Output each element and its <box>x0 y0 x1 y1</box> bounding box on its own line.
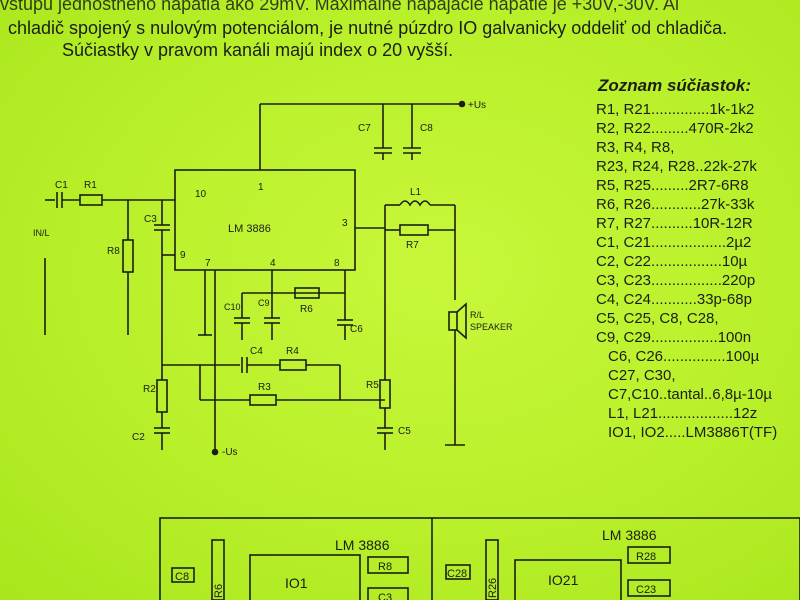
label-r5: R5 <box>366 380 379 391</box>
pcb-label-io1: IO1 <box>285 575 308 591</box>
parts-row: R7, R27..........10R-12R <box>596 215 753 232</box>
parts-list-title: Zoznam súčiastok: <box>598 76 752 95</box>
header-line-1: vstupu jednostného napätia ako 29mV. Max… <box>0 0 679 14</box>
pcb-label-r6: R6 <box>213 584 225 598</box>
ic-pin-10: 10 <box>195 189 207 200</box>
parts-row: R6, R26............27k-33k <box>596 196 755 213</box>
pcb-label-c28: C28 <box>447 568 467 580</box>
label-r4: R4 <box>286 346 299 357</box>
ic-pin-3: 3 <box>342 218 348 229</box>
label-r3: R3 <box>258 382 271 393</box>
parts-row: R2, R22.........470R-2k2 <box>596 120 754 137</box>
label-speaker-channel: R/L <box>470 310 484 320</box>
pcb-right-ic-label: LM 3886 <box>602 527 657 543</box>
label-c4: C4 <box>250 346 263 357</box>
pcb-label-r28: R28 <box>636 551 656 563</box>
label-r2: R2 <box>143 384 156 395</box>
label-c1: C1 <box>55 180 68 191</box>
parts-row: L1, L21..................12z <box>608 405 758 422</box>
label-speaker: SPEAKER <box>470 322 513 332</box>
label-c9: C9 <box>258 298 270 308</box>
pcb-label-io21: IO21 <box>548 572 579 588</box>
label-c7: C7 <box>358 123 371 134</box>
ic-pin-7: 7 <box>205 258 211 269</box>
parts-row: C6, C26...............100µ <box>608 348 760 365</box>
parts-row: C1, C21..................2µ2 <box>596 234 752 251</box>
label-c10: C10 <box>224 302 241 312</box>
label-c6: C6 <box>350 324 363 335</box>
label-c5: C5 <box>398 426 411 437</box>
parts-row: C9, C29................100n <box>596 329 752 346</box>
ic-pin-8: 8 <box>334 258 340 269</box>
label-r1: R1 <box>84 180 97 191</box>
pcb-label-r8: R8 <box>378 561 392 573</box>
label-us-positive: +Us <box>468 100 486 111</box>
label-input: IN/L <box>33 228 50 238</box>
parts-row: C7,C10..tantal..6,8µ-10µ <box>608 386 773 403</box>
parts-list: Zoznam súčiastok: R1, R21..............1… <box>574 76 794 442</box>
header-line-2: chladič spojený s nulovým potenciálom, j… <box>8 18 728 38</box>
label-r7: R7 <box>406 240 419 251</box>
label-r6: R6 <box>300 304 313 315</box>
pcb-label-c8: C8 <box>175 571 189 583</box>
label-r8: R8 <box>107 246 120 257</box>
ic-pin-9: 9 <box>180 250 186 261</box>
pcb-left-ic-label: LM 3886 <box>335 537 390 553</box>
ic-label: LM 3886 <box>228 223 271 235</box>
parts-row: C3, C23.................220p <box>596 272 756 289</box>
parts-row: C27, C30, <box>608 367 676 384</box>
parts-row: C4, C24...........33p-68p <box>596 291 752 308</box>
ic-pin-4: 4 <box>270 258 276 269</box>
label-c8: C8 <box>420 123 433 134</box>
parts-row: R1, R21..............1k-1k2 <box>596 101 755 118</box>
parts-row: R5, R25.........2R7-6R8 <box>596 177 749 194</box>
label-l1: L1 <box>410 187 422 198</box>
parts-row: R23, R24, R28..22k-27k <box>596 158 757 175</box>
ic-pin-1: 1 <box>258 182 264 193</box>
parts-row: IO1, IO2.....LM3886T(TF) <box>608 424 778 441</box>
label-us-negative: -Us <box>222 447 238 458</box>
label-c3: C3 <box>144 214 157 225</box>
parts-row: C5, C25, C8, C28, <box>596 310 719 327</box>
pcb-label-r26: R26 <box>487 578 499 598</box>
label-c2: C2 <box>132 432 145 443</box>
ic-body <box>174 169 356 271</box>
pcb-label-c3: C3 <box>378 592 392 600</box>
header-line-3: Súčiastky v pravom kanáli majú index o 2… <box>62 40 454 60</box>
parts-row: R3, R4, R8, <box>596 139 675 156</box>
pcb-label-c23: C23 <box>636 584 656 596</box>
parts-row: C2, C22.................10µ <box>596 253 748 270</box>
